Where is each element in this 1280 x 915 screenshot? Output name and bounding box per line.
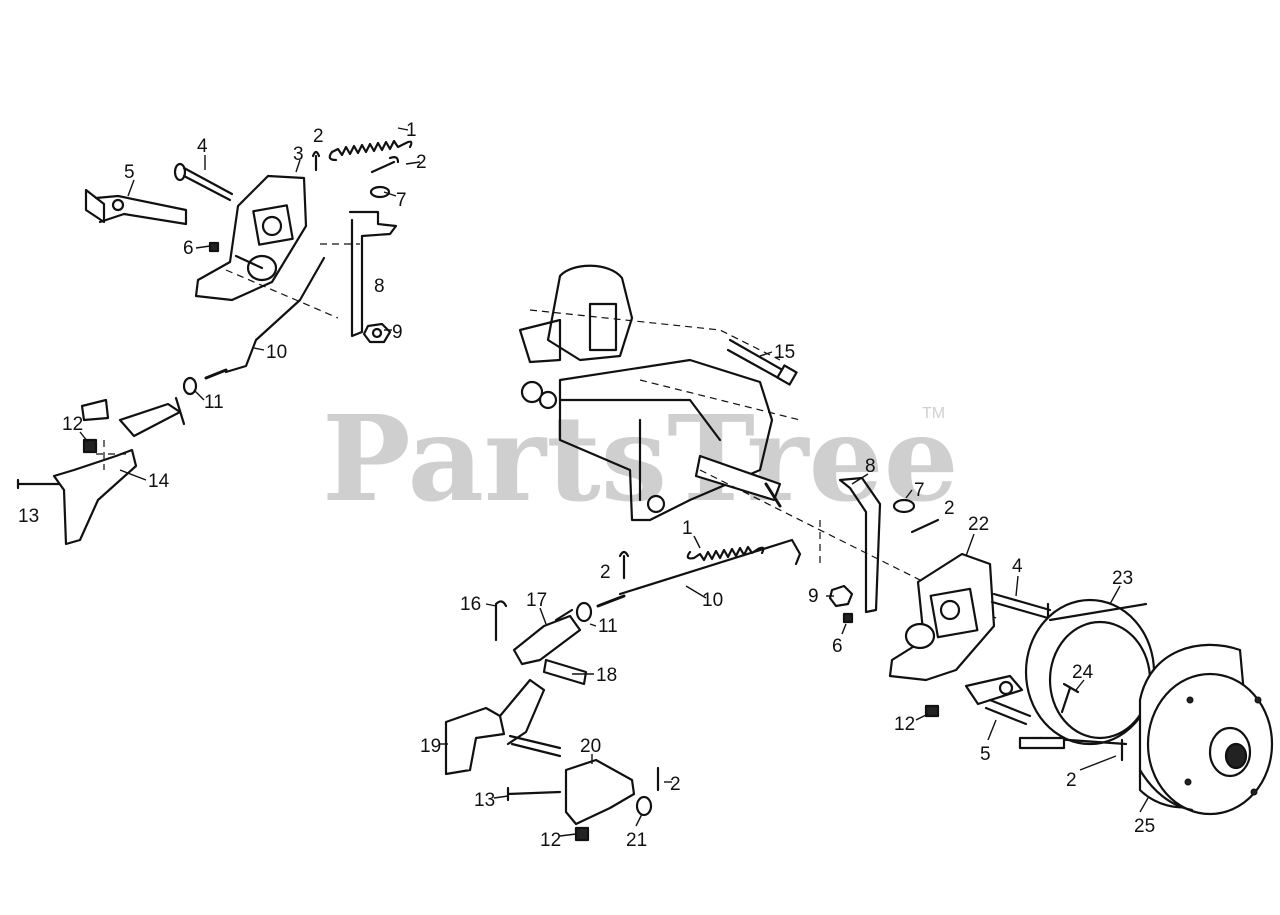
- callout-9: 9: [808, 586, 819, 607]
- callout-9: 9: [392, 322, 403, 343]
- callout-7: 7: [914, 480, 925, 501]
- callout-2: 2: [670, 774, 681, 795]
- nut-12-lower: [574, 826, 590, 842]
- callout-3: 3: [293, 144, 304, 165]
- callout-5: 5: [124, 162, 135, 183]
- screw-24: [1060, 682, 1080, 714]
- output-shaft: [694, 454, 782, 502]
- nut-11-top: [182, 376, 198, 396]
- callout-15: 15: [774, 342, 795, 363]
- callout-13: 13: [474, 790, 495, 811]
- brake-rod-10-right: [618, 538, 802, 596]
- bracket-20: [564, 758, 636, 826]
- callout-1: 1: [406, 120, 417, 141]
- rod-bracket-8-right: [838, 476, 882, 614]
- clevis-17: [512, 608, 582, 666]
- nut-12-right: [924, 704, 940, 718]
- leader-lines: [79, 127, 1149, 837]
- callout-12: 12: [62, 414, 83, 435]
- cotter-pin-16: [494, 600, 508, 642]
- left-brake-assembly: [16, 139, 413, 546]
- cotter-pin-2-right-mid: [910, 518, 940, 534]
- callout-11: 11: [598, 616, 618, 637]
- callout-24: 24: [1072, 662, 1094, 683]
- nut-9-right: [828, 584, 854, 608]
- callout-2: 2: [944, 498, 955, 519]
- callout-18: 18: [596, 665, 617, 686]
- pin-5-right: [964, 674, 1032, 726]
- callout-22: 22: [968, 514, 989, 535]
- washer-21: [635, 795, 653, 817]
- callout-4: 4: [197, 136, 208, 157]
- callout-2: 2: [600, 562, 611, 583]
- clevis-left: [80, 396, 186, 438]
- bolt-13-left: [16, 478, 64, 490]
- cotter-pin-2-top: [311, 150, 321, 172]
- callout-19: 19: [420, 736, 441, 757]
- callout-8: 8: [374, 276, 385, 297]
- cotter-pin-2-mid: [618, 550, 630, 580]
- callout-2: 2: [416, 152, 427, 173]
- pedal-bracket-14: [52, 448, 138, 546]
- bolt-4-top: [173, 162, 234, 202]
- callout-8: 8: [865, 456, 876, 477]
- watermark-trademark: TM: [922, 405, 945, 422]
- callout-2: 2: [1066, 770, 1077, 791]
- callout-21: 21: [626, 830, 647, 851]
- brake-drum-25: [1138, 643, 1274, 816]
- callout-16: 16: [460, 594, 481, 615]
- nut-6-top: [208, 241, 220, 253]
- bracket-plate-22: [888, 552, 996, 682]
- rod-thread-10-right: [596, 594, 626, 608]
- callout-25: 25: [1134, 816, 1155, 837]
- spring-part-1-right: [686, 545, 765, 562]
- pin-5-top: [84, 188, 188, 226]
- washer-7-right: [892, 498, 916, 514]
- callout-4: 4: [1012, 556, 1023, 577]
- washer-7-top: [369, 185, 391, 199]
- callout-5: 5: [980, 744, 991, 765]
- brake-rod-10-top: [224, 256, 326, 374]
- callout-17: 17: [526, 590, 547, 611]
- callout-12: 12: [894, 714, 915, 735]
- pin-18: [542, 658, 588, 686]
- callout-10: 10: [702, 590, 723, 611]
- nut-12-left: [82, 438, 98, 454]
- rod-bracket-8-top: [348, 210, 398, 338]
- callout-7: 7: [396, 190, 407, 211]
- nut-6-right: [842, 612, 854, 624]
- callout-2: 2: [313, 126, 324, 147]
- nut-9-top: [362, 322, 392, 344]
- bolt-15: [726, 338, 798, 386]
- callout-20: 20: [580, 736, 601, 757]
- callout-1: 1: [682, 518, 693, 539]
- nut-11-right: [575, 601, 593, 623]
- callout-6: 6: [832, 636, 843, 657]
- cotter-pin-2-right: [370, 156, 400, 174]
- bolt-4-right: [990, 592, 1052, 622]
- pedal-shaft-19: [508, 734, 562, 758]
- callout-labels: 1 2 2 3 4 5 6 7 8 9 10 11 12 13 14 15 8 …: [18, 120, 1155, 851]
- callout-12: 12: [540, 830, 561, 851]
- callout-10: 10: [266, 342, 287, 363]
- spring-part-1-top: [328, 139, 413, 162]
- callout-6: 6: [183, 238, 194, 259]
- transmission-housing: [518, 264, 782, 522]
- bolt-13-lower: [506, 786, 562, 802]
- rod-thread-10-top: [204, 368, 228, 380]
- callout-14: 14: [148, 471, 170, 492]
- callout-23: 23: [1112, 568, 1133, 589]
- bracket-plate-3: [194, 174, 308, 302]
- callout-13: 13: [18, 506, 39, 527]
- callout-11: 11: [204, 392, 224, 413]
- brake-band-23: [1018, 598, 1156, 750]
- dashed-guide-left: [96, 243, 360, 470]
- right-brake-assembly: [444, 476, 1274, 842]
- pedal-19: [444, 678, 546, 776]
